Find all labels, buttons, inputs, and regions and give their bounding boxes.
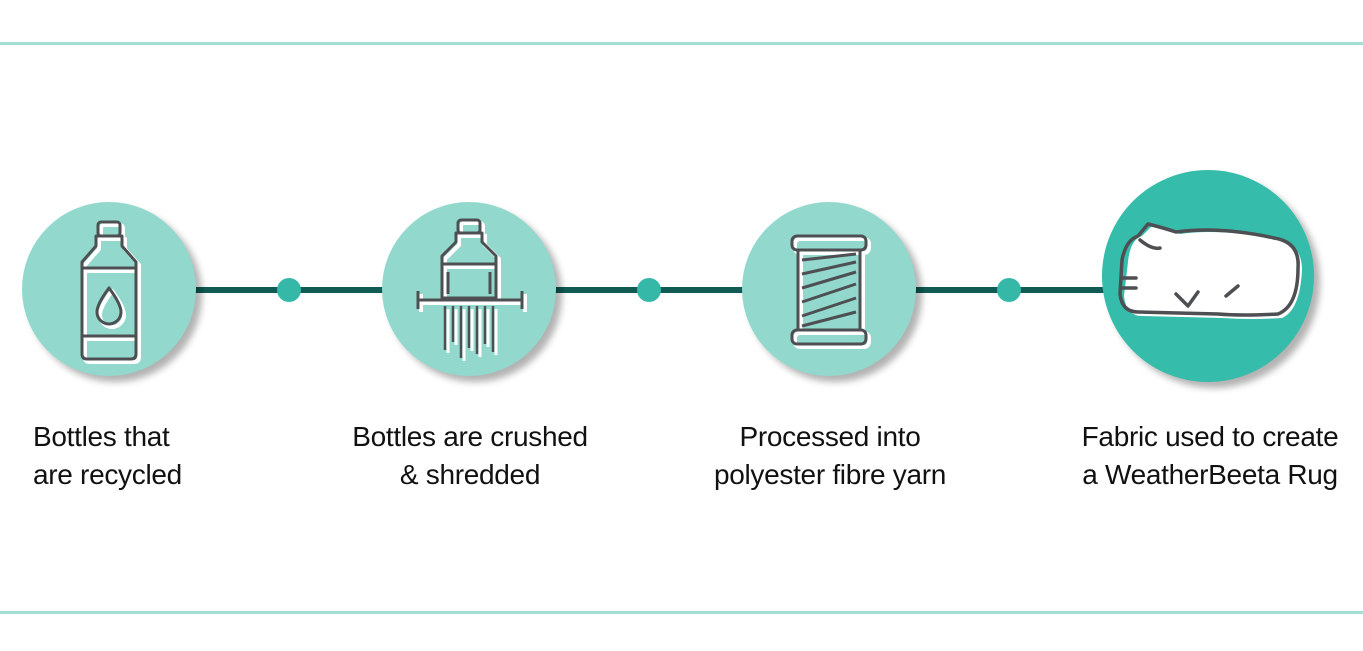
bottle-icon (80, 220, 141, 364)
caption-line: are recycled (33, 459, 182, 490)
caption-line: Bottles that (33, 421, 170, 452)
step-2-caption: Bottles are crushed & shredded (330, 418, 610, 494)
step-2-circle (382, 202, 556, 376)
caption-line: a WeatherBeeta Rug (1082, 459, 1338, 490)
step-1-caption: Bottles that are recycled (33, 418, 182, 494)
caption-line: Processed into (739, 421, 921, 452)
step-4-circle (1102, 170, 1314, 382)
bottom-divider (0, 611, 1363, 614)
step-3-circle (742, 202, 916, 376)
caption-line: polyester fibre yarn (713, 459, 947, 490)
step-4-caption: Fabric used to create a WeatherBeeta Rug (1070, 418, 1350, 494)
caption-line: & shredded (399, 459, 541, 490)
connector-dot-2 (637, 278, 661, 302)
step-1-circle (22, 202, 196, 376)
caption-line: Fabric used to create (1081, 421, 1339, 452)
spool-icon (790, 234, 871, 349)
caption-line: Bottles are crushed (352, 421, 588, 452)
horse-rug-icon (1118, 222, 1302, 319)
connector-dot-1 (277, 278, 301, 302)
connector-dot-3 (997, 278, 1021, 302)
top-divider (0, 42, 1363, 45)
step-3-caption: Processed into polyester fibre yarn (690, 418, 970, 494)
shredded-bottle-icon (416, 218, 527, 361)
